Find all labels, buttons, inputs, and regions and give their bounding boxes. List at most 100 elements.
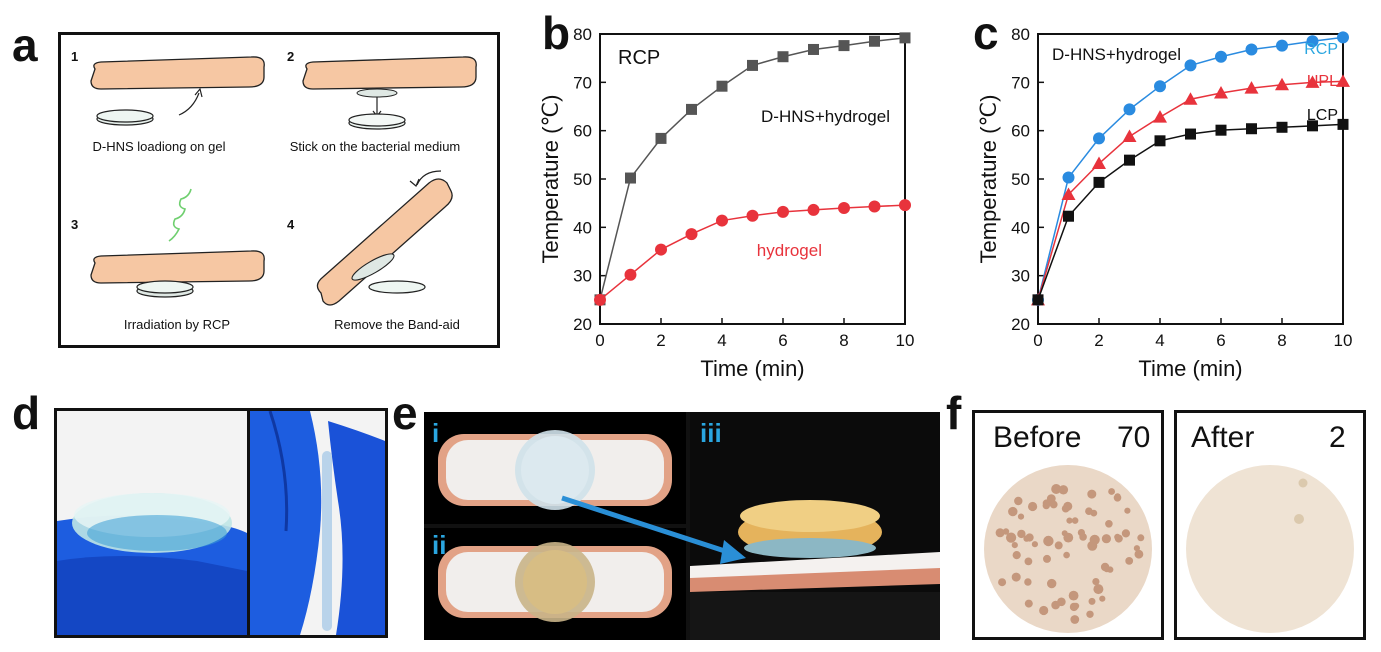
colony	[1063, 551, 1070, 559]
band-aid-3	[90, 250, 265, 284]
chart-b-xtick-label: 10	[896, 331, 915, 350]
disc-2-top	[356, 88, 398, 98]
after-count: 2	[1329, 421, 1346, 454]
colony	[1028, 501, 1038, 512]
chart-b-xtick-label: 0	[595, 331, 604, 350]
panel-c-letter: c	[973, 7, 999, 59]
colony	[1008, 506, 1018, 517]
chart-b-point-hydrogel-3	[685, 228, 698, 241]
colony	[1071, 517, 1079, 524]
chart-c-xtick-label: 4	[1155, 331, 1164, 350]
chart-c-point-LCP-7	[1246, 123, 1257, 135]
colony	[1093, 584, 1104, 595]
chart-b-point-hydrogel-10	[899, 199, 911, 212]
colony	[1051, 600, 1060, 610]
colony	[1011, 572, 1021, 582]
colony	[1108, 488, 1115, 495]
chart-c-point-RCP-5	[1184, 59, 1197, 72]
chart-b-xlabel: Time (min)	[700, 356, 804, 381]
rcp-spiral-icon	[168, 188, 192, 242]
colony	[1070, 615, 1080, 624]
colony	[1011, 542, 1018, 549]
chart-b-ytick-label: 30	[573, 267, 592, 286]
chart-c-point-UPL-5	[1183, 92, 1198, 105]
chart-c-xtick-label: 8	[1277, 331, 1286, 350]
chart-c-xlabel: Time (min)	[1138, 356, 1242, 381]
chart-c-point-UPL-4	[1153, 110, 1167, 123]
chart-b-point-D-HNS+hydrogel-6	[777, 51, 789, 63]
panel-f-letter: f	[946, 387, 962, 439]
divider-d	[247, 411, 250, 635]
chart-c-point-UPL-1	[1061, 187, 1076, 200]
colony	[1100, 562, 1110, 572]
colony	[1101, 534, 1111, 544]
colony	[1089, 534, 1100, 545]
chart-c-point-RCP-10	[1337, 31, 1349, 44]
chart-c-point-UPL-6	[1214, 85, 1228, 99]
chart-b-ylabel: Temperature (℃)	[538, 95, 563, 264]
colony	[995, 528, 1005, 538]
chart-b-point-D-HNS+hydrogel-5	[747, 59, 758, 71]
chart-b-series-label-hydrogel: hydrogel	[757, 241, 822, 260]
chart-c-point-LCP-4	[1154, 135, 1166, 147]
band-aid-4	[316, 178, 453, 306]
colony	[1017, 529, 1026, 539]
chart-b-point-D-HNS+hydrogel-2	[655, 132, 667, 144]
chart-c-point-UPL-9	[1305, 75, 1320, 88]
step-4-caption: Remove the Band-aid	[334, 317, 460, 332]
chart-c-ytick-label: 70	[1011, 73, 1030, 92]
panel-d-letter: d	[12, 387, 41, 439]
colony	[1049, 500, 1058, 509]
chart-b-ytick-label: 70	[573, 73, 592, 92]
panel-f-before-box: Before 70	[972, 410, 1164, 640]
panel-b-letter: b	[542, 7, 571, 59]
chart-c-ytick-label: 40	[1011, 218, 1030, 237]
colony	[1024, 557, 1033, 566]
colony	[1121, 529, 1130, 538]
panel-a-letter: a	[12, 19, 38, 71]
chart-c-point-LCP-3	[1124, 154, 1135, 166]
chart-c-point-LCP-9	[1307, 120, 1318, 132]
chart-c-point-RCP-8	[1276, 39, 1288, 52]
colony	[1072, 602, 1080, 610]
colony	[1063, 532, 1074, 543]
colony	[1012, 551, 1021, 560]
chart-b-xtick-label: 2	[656, 331, 665, 350]
colony	[1061, 504, 1070, 513]
colony	[1017, 513, 1025, 520]
colony	[1068, 590, 1079, 601]
chart-b-xtick-label: 4	[717, 331, 726, 350]
step-1-number: 1	[71, 49, 79, 64]
colony	[1087, 489, 1097, 499]
colony	[1042, 501, 1050, 510]
colony	[1079, 533, 1087, 541]
photo-hydrogel-on-glove	[57, 411, 247, 635]
panel-a-box: 1 D-HNS loadiong on gel 2 Stick on the b…	[58, 32, 500, 348]
colony	[1031, 541, 1038, 548]
colony	[1125, 557, 1134, 565]
colony	[1134, 549, 1144, 559]
chart-b-ytick-label: 20	[573, 315, 592, 334]
colony	[1088, 597, 1096, 605]
chart-b-ytick-label: 40	[573, 218, 592, 237]
chart-b-ytick-label: 50	[573, 170, 592, 189]
colony	[1024, 578, 1032, 586]
arrow-up-1	[178, 92, 200, 116]
panel-a-schematic	[90, 56, 477, 306]
chart-b-annotation: RCP	[618, 47, 660, 69]
label-e-iii: iii	[700, 418, 722, 448]
label-e-i: i	[432, 418, 440, 448]
chart-b-series-line-D-HNS+hydrogel	[599, 37, 906, 301]
photo-e-i	[424, 412, 686, 524]
colony	[1043, 535, 1054, 547]
chart-c-ytick-label: 60	[1011, 122, 1030, 141]
chart-c-point-LCP-5	[1185, 128, 1196, 140]
colony	[1058, 485, 1069, 495]
chart-c-point-RCP-2	[1093, 132, 1105, 145]
colony	[1133, 545, 1140, 552]
colony	[1039, 605, 1049, 616]
colony	[1114, 533, 1121, 541]
chart-b-point-D-HNS+hydrogel-9	[869, 35, 880, 47]
panel-f-after-box: After 2	[1174, 410, 1366, 640]
